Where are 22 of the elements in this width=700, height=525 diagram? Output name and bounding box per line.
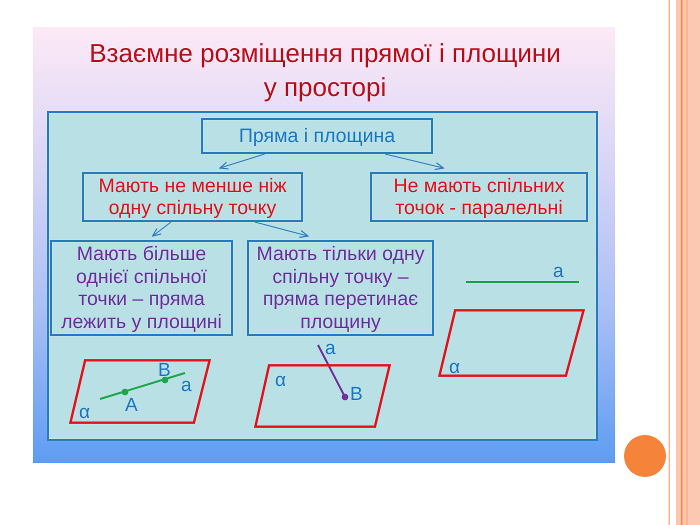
- point-label: A: [125, 396, 138, 415]
- slide-title: Взаємне розміщення прямої і площини у просторі: [88, 37, 562, 104]
- category-box: Мають тільки одну спільну точку – пряма перетинає площину: [247, 240, 434, 336]
- category-box: Мають не менше ніж одну спільну точку: [82, 172, 303, 222]
- plane-label: α: [79, 403, 90, 422]
- arrow: [254, 221, 309, 238]
- point-label: B: [350, 385, 363, 404]
- category-box: Пряма і площина: [201, 118, 433, 154]
- point-label: B: [158, 361, 171, 380]
- category-box: Не мають спільних точок - паралельні: [370, 172, 588, 222]
- arrow: [219, 153, 265, 170]
- plane-parallelogram: [69, 359, 211, 424]
- plane-parallelogram: [254, 364, 391, 428]
- line-label: a: [553, 262, 564, 281]
- plane-label: α: [275, 371, 286, 390]
- plane-label: α: [449, 358, 460, 377]
- plane-parallelogram: [438, 309, 585, 377]
- arrow: [384, 153, 444, 170]
- line-label: a: [181, 376, 192, 395]
- line-label: a: [325, 339, 336, 358]
- category-box: Мають більше однієї спільної точки – пряма лежить у площині: [50, 240, 233, 336]
- arrow: [152, 222, 172, 237]
